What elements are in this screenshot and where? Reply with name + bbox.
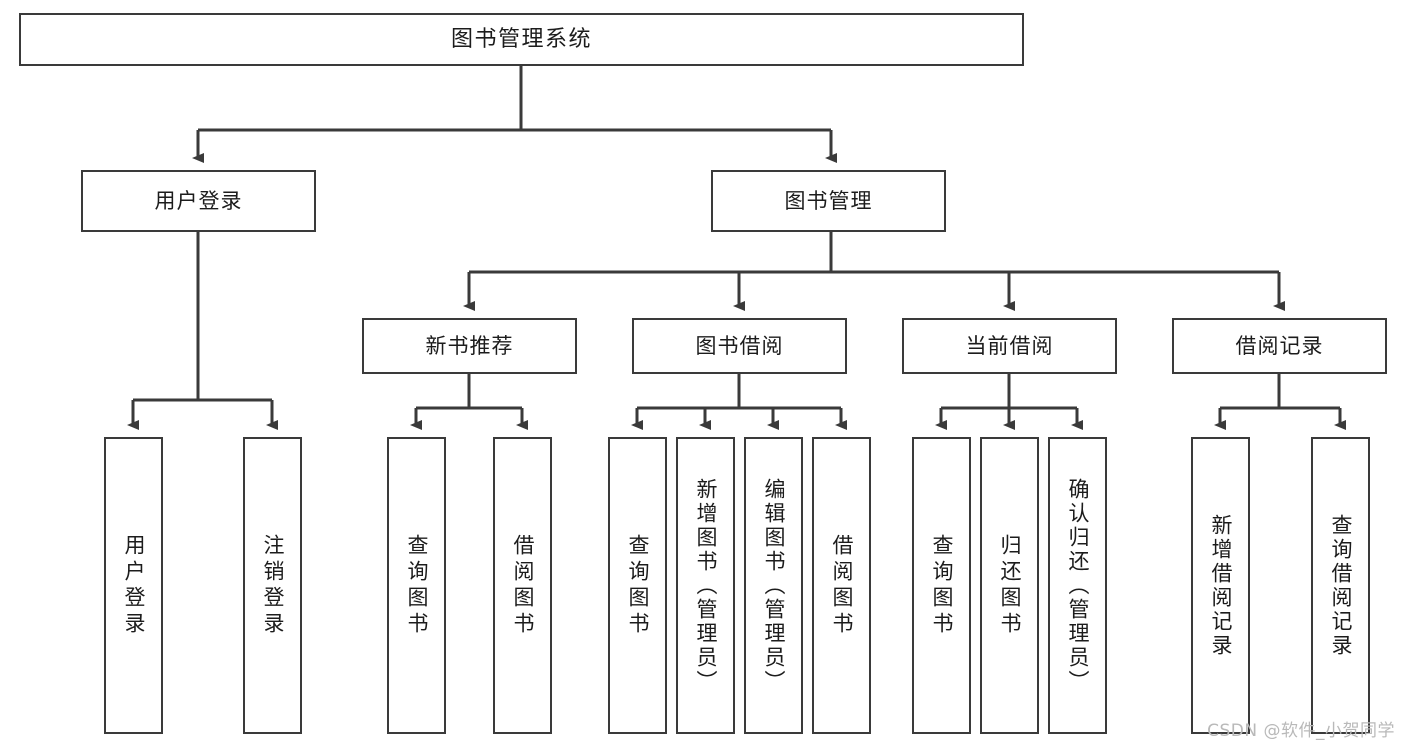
node-borrow-records[interactable]: 借阅记录 — [1172, 318, 1387, 374]
leaf-records-query-record-label: 查询借阅记录 — [1329, 513, 1353, 658]
node-user-login[interactable]: 用户登录 — [81, 170, 316, 232]
leaf-borrow-query-book-label: 查询图书 — [626, 533, 650, 638]
node-new-book-recommend-label: 新书推荐 — [425, 333, 514, 358]
leaf-current-query-book-label: 查询图书 — [930, 533, 954, 638]
leaf-user-logout[interactable]: 注销登录 — [243, 437, 302, 734]
leaf-recommend-query-book-label: 查询图书 — [405, 533, 429, 638]
node-book-management[interactable]: 图书管理 — [711, 170, 946, 232]
leaf-borrow-add-book-admin-label: 新增图书（管理员） — [694, 477, 718, 694]
leaf-borrow-add-book-admin[interactable]: 新增图书（管理员） — [676, 437, 735, 734]
node-user-login-label: 用户登录 — [154, 188, 243, 213]
node-current-borrow-label: 当前借阅 — [965, 333, 1054, 358]
node-new-book-recommend[interactable]: 新书推荐 — [362, 318, 577, 374]
leaf-current-return-book-label: 归还图书 — [998, 533, 1022, 638]
leaf-current-query-book[interactable]: 查询图书 — [912, 437, 971, 734]
node-book-borrow[interactable]: 图书借阅 — [632, 318, 847, 374]
leaf-recommend-borrow-book[interactable]: 借阅图书 — [493, 437, 552, 734]
leaf-user-login-label: 用户登录 — [122, 533, 146, 638]
leaf-borrow-borrow-book[interactable]: 借阅图书 — [812, 437, 871, 734]
node-book-borrow-label: 图书借阅 — [695, 333, 784, 358]
node-book-management-label: 图书管理 — [784, 188, 873, 213]
leaf-current-confirm-return-admin[interactable]: 确认归还（管理员） — [1048, 437, 1107, 734]
node-root[interactable]: 图书管理系统 — [19, 13, 1024, 66]
leaf-records-add-record[interactable]: 新增借阅记录 — [1191, 437, 1250, 734]
leaf-user-logout-label: 注销登录 — [261, 533, 285, 638]
node-borrow-records-label: 借阅记录 — [1235, 333, 1324, 358]
leaf-current-return-book[interactable]: 归还图书 — [980, 437, 1039, 734]
leaf-user-login[interactable]: 用户登录 — [104, 437, 163, 734]
node-root-label: 图书管理系统 — [450, 26, 592, 52]
leaf-borrow-edit-book-admin-label: 编辑图书（管理员） — [762, 477, 786, 694]
leaf-borrow-borrow-book-label: 借阅图书 — [830, 533, 854, 638]
leaf-records-query-record[interactable]: 查询借阅记录 — [1311, 437, 1370, 734]
node-current-borrow[interactable]: 当前借阅 — [902, 318, 1117, 374]
leaf-recommend-query-book[interactable]: 查询图书 — [387, 437, 446, 734]
csdn-watermark: CSDN @软件_小贺同学 — [1207, 721, 1395, 741]
leaf-borrow-edit-book-admin[interactable]: 编辑图书（管理员） — [744, 437, 803, 734]
leaf-current-confirm-return-admin-label: 确认归还（管理员） — [1066, 477, 1090, 694]
leaf-borrow-query-book[interactable]: 查询图书 — [608, 437, 667, 734]
leaf-records-add-record-label: 新增借阅记录 — [1209, 513, 1233, 658]
leaf-recommend-borrow-book-label: 借阅图书 — [511, 533, 535, 638]
